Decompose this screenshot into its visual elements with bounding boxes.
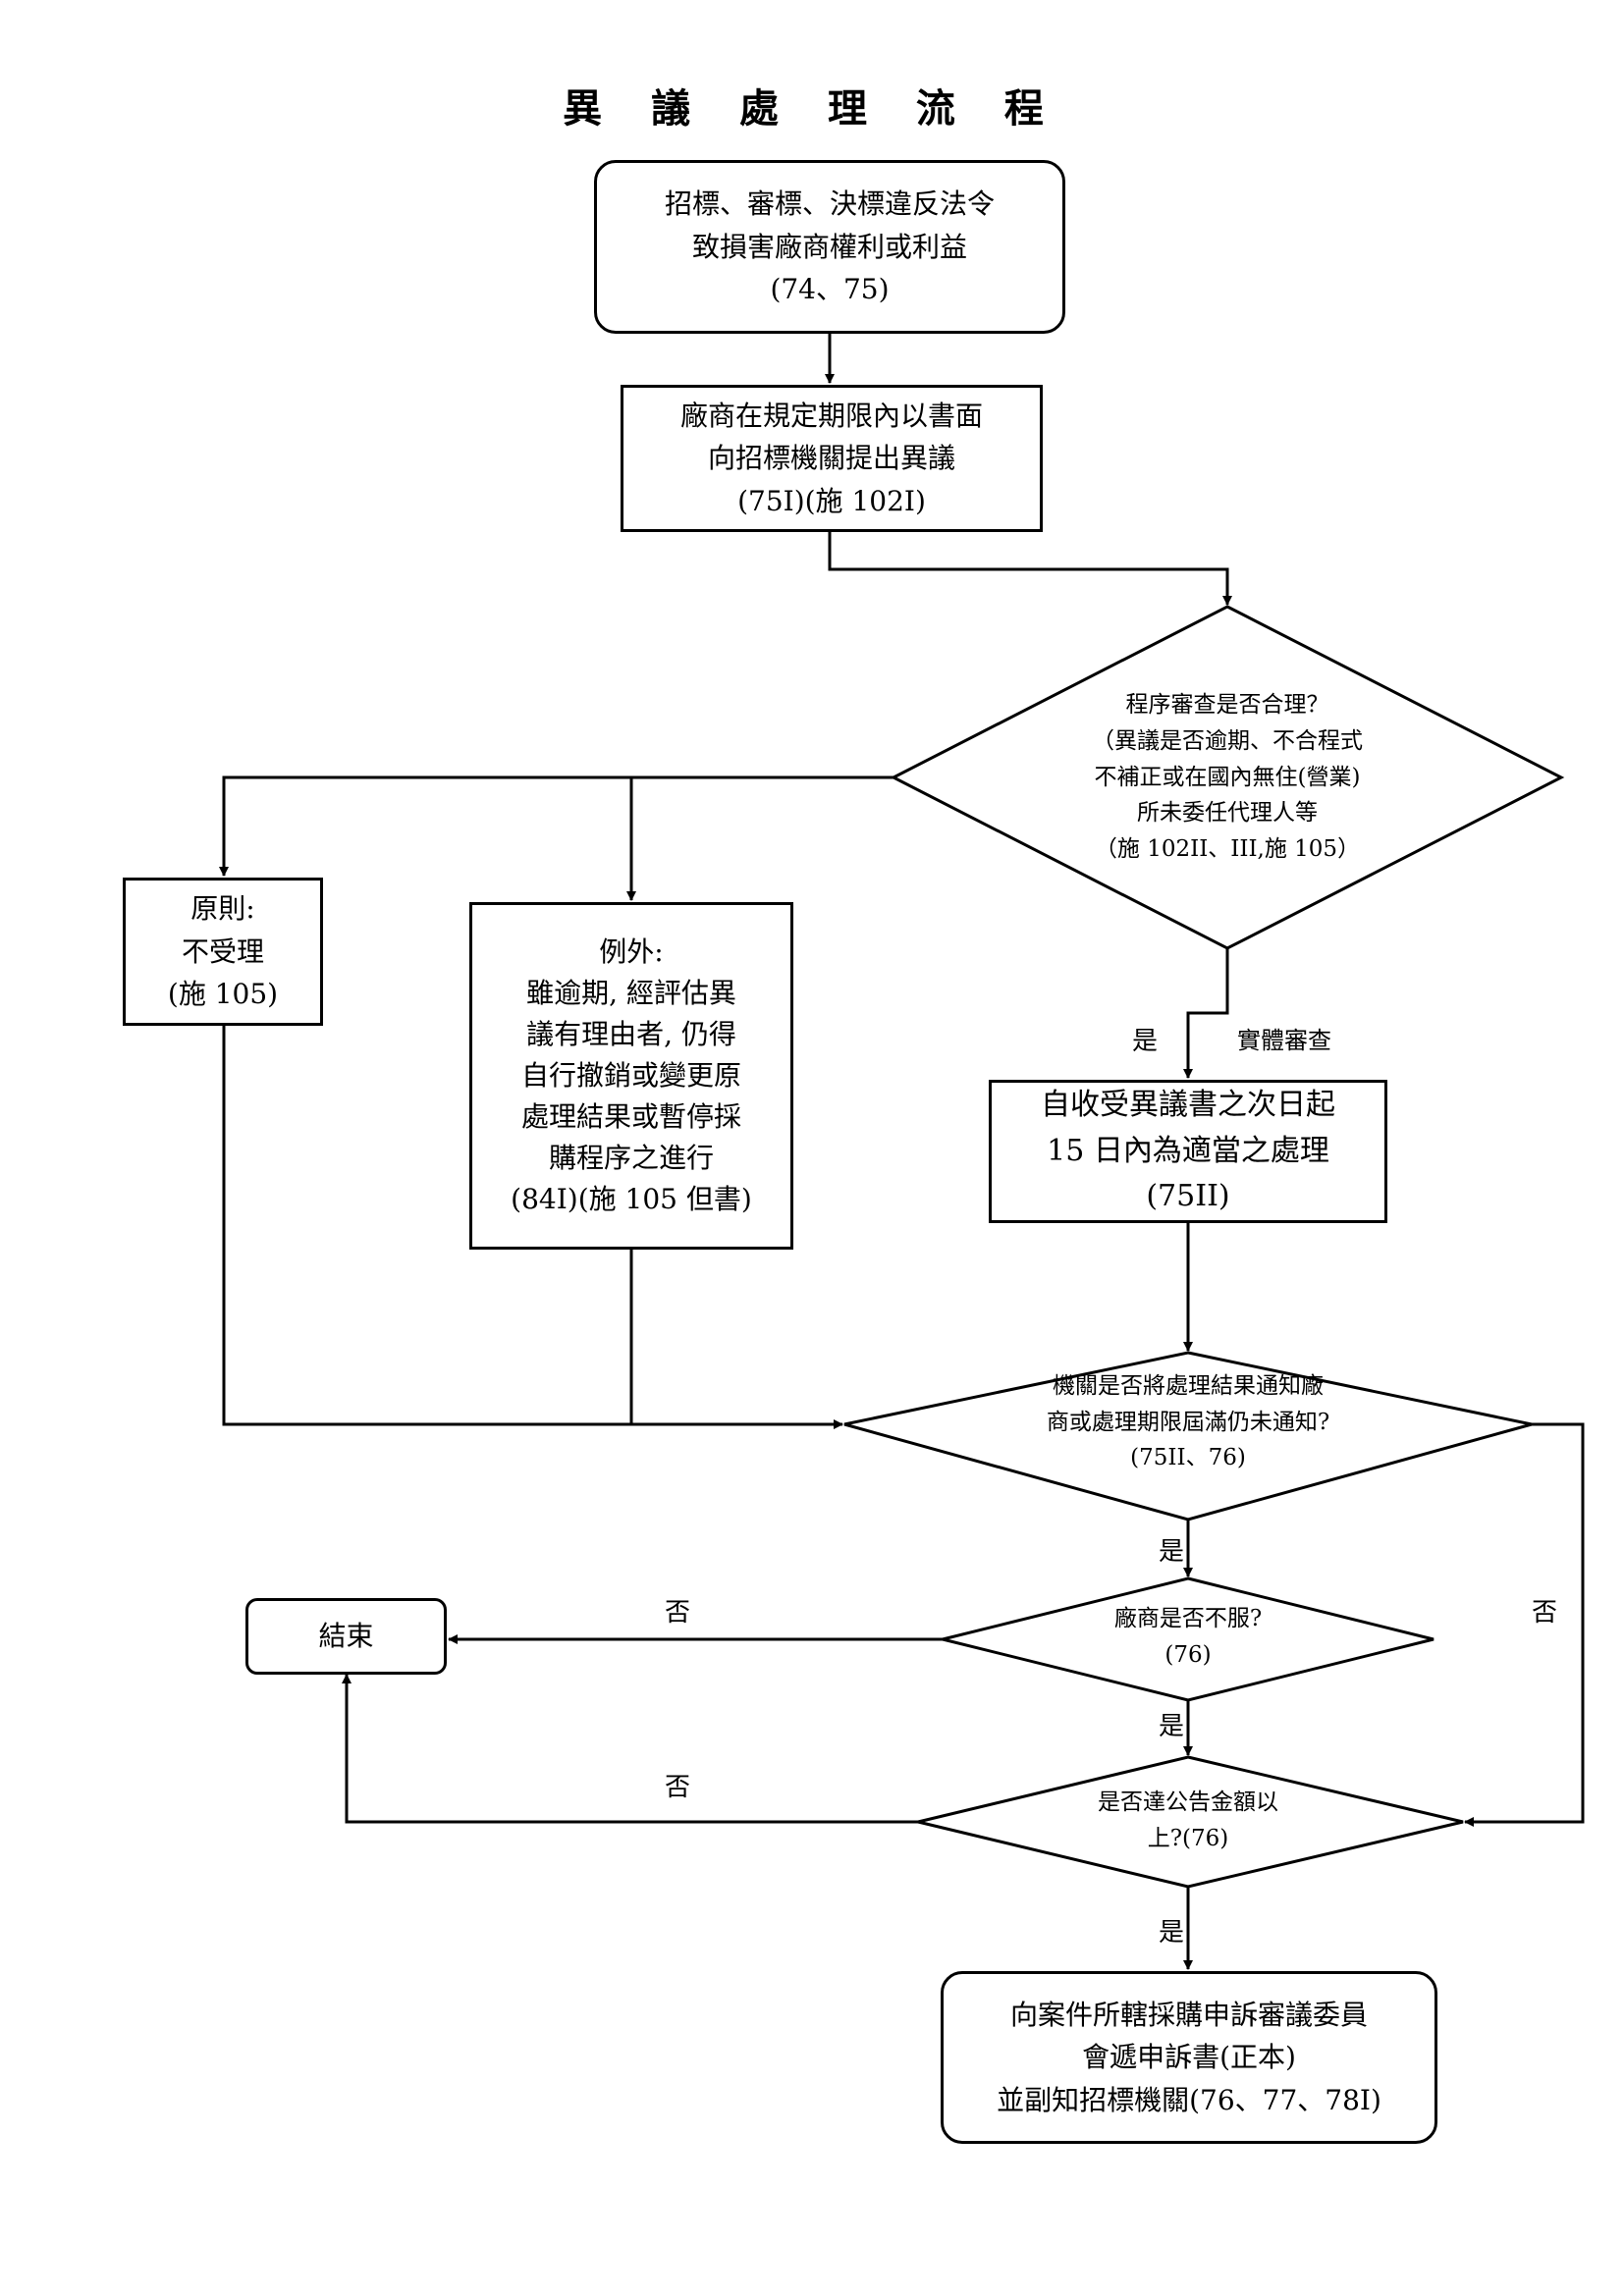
exception-line-1: 例外:: [599, 935, 664, 968]
appeal-line-1: 向案件所轄採購申訴審議委員: [1009, 1998, 1368, 2031]
procedural-check-text: 程序審查是否合理？ （異議是否逾期、不合程式 不補正或在國內無住(營業) 所未委…: [1021, 687, 1434, 868]
label-no-amount: 否: [665, 1773, 691, 1802]
exception-line-4: 自行撤銷或變更原: [520, 1059, 741, 1092]
start-line-1: 招標、審標、決標違反法令: [664, 187, 995, 221]
label-yes-amount: 是: [1159, 1918, 1185, 1948]
edge-check-handle: [1183, 948, 1229, 1079]
dissatisfied-check-text: 廠商是否不服? (76): [1041, 1600, 1335, 1675]
objection-line-3: (75I)(施 102I): [737, 484, 926, 517]
edge-principle-notify: [222, 1026, 843, 1429]
edge-objection-check: [828, 532, 1232, 606]
exception-line-3: 議有理由者, 仍得: [526, 1018, 736, 1050]
notify-line-1: 機關是否將處理結果通知廠: [1053, 1372, 1324, 1399]
notify-line-2: 商或處理期限屆滿仍未通知?: [1046, 1409, 1330, 1435]
check-line-5: （施 102II、III,施 105）: [1094, 836, 1361, 863]
objection-line-2: 向招標機關提出異議: [707, 442, 955, 475]
principle-line-1: 原則:: [190, 892, 255, 926]
check-line-3: 不補正或在國內無住(營業): [1094, 764, 1361, 790]
edge-notify-no: [1464, 1422, 1585, 1827]
start-line-2: 致損害廠商權利或利益: [691, 230, 967, 263]
label-substantive-review: 實體審查: [1237, 1027, 1331, 1054]
principle-node: 原則: 不受理 (施 105): [123, 878, 323, 1026]
exception-node: 例外: 雖逾期, 經評估異 議有理由者, 仍得 自行撤銷或變更原 處理結果或暫停…: [469, 902, 793, 1250]
label-yes-dissatisfied: 是: [1159, 1712, 1185, 1741]
objection-line-1: 廠商在規定期限內以書面: [679, 399, 983, 432]
check-line-2: （異議是否逾期、不合程式: [1092, 727, 1363, 754]
exception-line-7: (84I)(施 105 但書): [511, 1183, 752, 1215]
handle-line-2: 15 日內為適當之處理: [1047, 1133, 1329, 1168]
handle-line-1: 自收受異議書之次日起: [1041, 1088, 1335, 1123]
end-node: 結束: [245, 1598, 447, 1675]
amount-line-1: 是否達公告金額以: [1098, 1789, 1278, 1816]
check-line-1: 程序審查是否合理？: [1125, 692, 1329, 718]
exception-line-6: 購程序之進行: [548, 1142, 714, 1174]
dissatisfied-line-1: 廠商是否不服?: [1113, 1606, 1263, 1632]
start-line-3: (74、75): [770, 273, 890, 306]
dissatisfied-line-2: (76): [1164, 1642, 1212, 1668]
label-yes-substantive: 是: [1132, 1027, 1159, 1056]
amount-check-text: 是否達公告金額以 上?(76): [1041, 1783, 1335, 1859]
edge-check-principle: [219, 775, 893, 877]
amount-line-2: 上?(76): [1147, 1826, 1229, 1851]
appeal-line-2: 會遞申訴書(正本): [1082, 2041, 1296, 2074]
start-node: 招標、審標、決標違反法令 致損害廠商權利或利益 (74、75): [594, 160, 1065, 334]
page-title: 異 議 處 理 流 程: [563, 85, 1061, 132]
check-line-4: 所未委任代理人等: [1137, 800, 1318, 827]
label-no-dissatisfied: 否: [665, 1598, 691, 1628]
label-no-right: 否: [1532, 1598, 1558, 1628]
handle-node: 自收受異議書之次日起 15 日內為適當之處理 (75II): [989, 1080, 1387, 1223]
label-yes-notify: 是: [1159, 1537, 1185, 1567]
principle-line-2: 不受理: [181, 934, 264, 968]
appeal-node: 向案件所轄採購申訴審議委員 會遞申訴書(正本) 並副知招標機關(76、77、78…: [941, 1971, 1437, 2144]
exception-line-5: 處理結果或暫停採: [520, 1100, 741, 1133]
end-label: 結束: [318, 1620, 374, 1653]
exception-line-2: 雖逾期, 經評估異: [526, 977, 736, 1009]
edge-amount-end: [342, 1674, 918, 1824]
objection-node: 廠商在規定期限內以書面 向招標機關提出異議 (75I)(施 102I): [621, 385, 1043, 532]
notify-line-3: (75II、76): [1130, 1445, 1246, 1471]
principle-line-3: (施 105): [167, 978, 279, 1011]
handle-line-3: (75II): [1146, 1179, 1230, 1214]
notify-check-text: 機關是否將處理結果通知廠 商或處理期限屆滿仍未通知? (75II、76): [962, 1368, 1414, 1476]
appeal-line-3: 並副知招標機關(76、77、78I): [997, 2083, 1381, 2116]
